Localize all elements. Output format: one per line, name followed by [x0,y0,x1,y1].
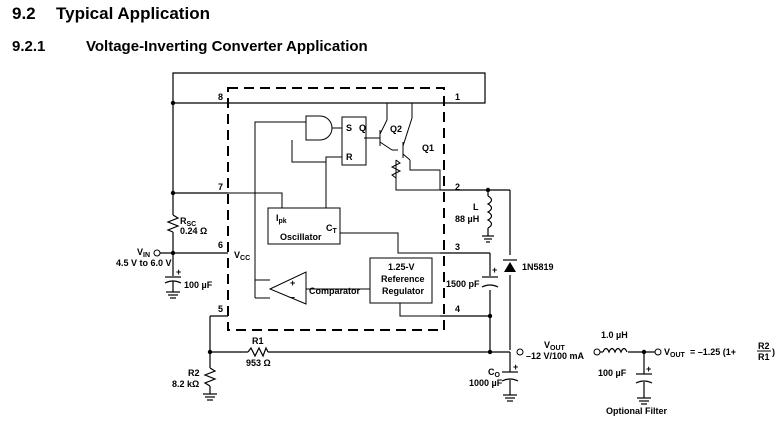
pin-2: 2 [455,182,460,192]
sr-latch [341,116,367,166]
internal-resistor [390,159,402,179]
pin-4: 4 [455,304,460,314]
transistor-q2 [379,119,398,151]
rsc-label: RSC [180,216,196,228]
latch-q: Q [359,123,366,133]
r1-label: R1 [252,336,264,346]
co-value: 1000 µF [469,378,503,388]
q2-label: Q2 [390,124,402,134]
internal-wiring [228,103,441,317]
pin-1: 1 [455,92,460,102]
latch-s: S [346,123,352,133]
latch-r: R [346,152,353,162]
ref-line1: 1.25-V [388,262,415,272]
pin-3: 3 [455,242,460,252]
subsection-number: 9.2.1 [12,38,46,55]
pin-8: 8 [218,92,223,102]
r2-resistor [203,367,217,387]
output-capacitor [501,371,519,402]
vin-terminal [153,249,161,257]
optional-filter-label: Optional Filter [606,406,667,416]
inductor-ground [482,235,494,243]
comparator [268,271,307,305]
inductor-l [486,195,493,229]
vin-label: VIN [137,247,150,259]
filter-output-terminal [654,348,662,356]
section-number: 9.2 [12,4,36,23]
timing-cap-value: 1500 pF [446,279,480,289]
timing-capacitor [481,276,499,288]
pin-5: 5 [218,304,223,314]
pin-7: 7 [218,182,223,192]
input-cap-value: 100 µF [184,280,213,290]
ct-label: CT [326,223,338,235]
subsection-title: Voltage-Inverting Converter Application [86,38,368,55]
junction-dots [170,100,647,355]
input-cap-plus: + [176,267,181,277]
input-capacitor [164,276,182,299]
comparator-label: Comparator [309,286,361,296]
rsc-value: 0.24 Ω [180,226,207,236]
oscillator-block [267,207,341,245]
vout-terminal [516,348,524,356]
r1-value: 953 Ω [246,358,271,368]
ipk-label: Ipk [276,213,287,225]
subsection-heading: 9.2.1 Voltage-Inverting Converter Applica… [12,38,368,55]
ic-boundary [227,87,445,331]
oscillator-label: Oscillator [280,232,322,242]
filter-cap-value: 100 µF [598,368,627,378]
filter-inductor [602,347,628,354]
diode-1n5819 [503,259,517,272]
and-gate [305,115,333,141]
formula-close: ) [772,347,775,357]
rsc-resistor [166,214,180,233]
inductor-value: 88 µH [455,214,479,224]
r2-ground [203,393,217,401]
vcc-label: VCC [234,250,250,262]
reference-regulator-block [369,257,433,304]
vout-label: VOUT [544,340,566,352]
formula-numerator: R2 [758,341,770,351]
section-heading: 9.2 Typical Application [12,4,210,24]
filter-inductor-value: 1.0 µH [601,330,628,340]
filter-cap-plus: + [646,364,651,374]
comparator-minus: – [290,292,295,302]
q1-label: Q1 [422,143,434,153]
output-cap-plus: + [513,362,518,372]
section-title: Typical Application [56,4,210,23]
vin-range: 4.5 V to 6.0 V [116,258,172,268]
r2-value: 8.2 kΩ [172,379,199,389]
transistor-q1 [402,117,413,161]
co-label: CO [488,367,501,379]
filter-vout-label: VOUT [664,347,686,359]
filter-input-terminal [593,348,601,356]
filter-vout-formula: = –1.25 (1+ [690,347,736,357]
ref-line2: Reference [381,274,425,284]
diode-label: 1N5819 [522,262,554,272]
r2-label: R2 [188,368,200,378]
formula-denominator: R1 [758,352,770,362]
r1-resistor [247,346,269,358]
vout-spec: –12 V/100 mA [526,351,585,361]
filter-capacitor [635,373,653,405]
pin-6: 6 [218,240,223,250]
comparator-plus: + [290,278,295,288]
timing-cap-plus: + [492,265,497,275]
inductor-label: L [473,202,479,212]
external-wiring [160,72,655,398]
ref-line3: Regulator [382,286,425,296]
